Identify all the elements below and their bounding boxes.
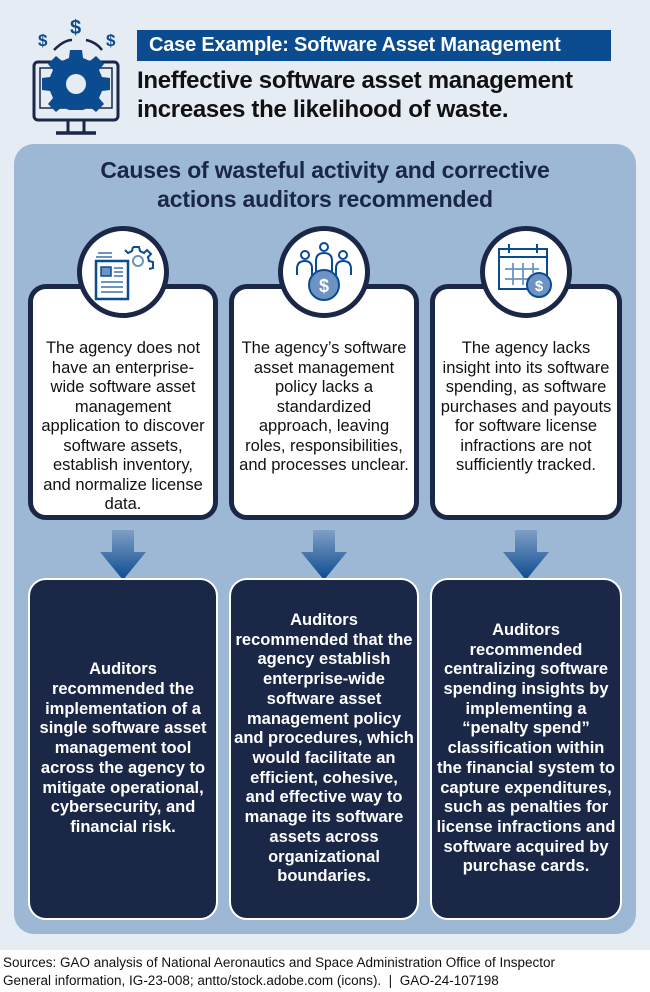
cause-card: The agency’s software asset management p… xyxy=(229,284,419,520)
cause-text: The agency lacks insight into its softwa… xyxy=(440,339,612,474)
recommendation-card: Auditors recommended the implementation … xyxy=(28,578,218,920)
panel-title-line1: Causes of wasteful activity and correcti… xyxy=(100,157,550,183)
document-gear-icon xyxy=(94,246,154,301)
sources-line1: Sources: GAO analysis of National Aerona… xyxy=(3,955,556,970)
panel-title-line2: actions auditors recommended xyxy=(157,186,493,212)
svg-text:$: $ xyxy=(106,31,116,50)
recommendation-card: Auditors recommended that the agency est… xyxy=(229,578,419,920)
sources-note: Sources: GAO analysis of National Aerona… xyxy=(3,954,643,989)
case-example-banner: Case Example: Software Asset Management xyxy=(137,30,611,61)
cause-card: The agency does not have an enterprise-w… xyxy=(28,284,218,520)
cause-text: The agency’s software asset management p… xyxy=(239,339,409,474)
recommendation-text: Auditors recommended centralizing softwa… xyxy=(436,620,616,876)
calendar-dollar-icon: $ xyxy=(498,244,552,298)
recommendation-text: Auditors recommended the implementation … xyxy=(39,660,207,836)
headline: Ineffective software asset management in… xyxy=(137,67,573,123)
svg-text:$: $ xyxy=(535,278,544,295)
cause-icon-badge: $ xyxy=(278,226,370,318)
recommendation-text: Auditors recommended that the agency est… xyxy=(234,611,414,886)
panel-title: Causes of wasteful activity and correcti… xyxy=(14,156,636,214)
sources-line2: General information, IG-23-008; antto/st… xyxy=(3,972,499,988)
cause-icon-badge xyxy=(77,226,169,318)
svg-text:$: $ xyxy=(319,276,329,296)
svg-text:$: $ xyxy=(38,31,48,50)
down-arrow-icon xyxy=(100,530,146,580)
causes-panel: Causes of wasteful activity and correcti… xyxy=(14,144,636,934)
down-arrow-icon xyxy=(301,530,347,580)
monitor-gear-dollar-icon: $ $ $ xyxy=(32,18,120,135)
recommendation-card: Auditors recommended centralizing softwa… xyxy=(430,578,622,920)
people-dollar-icon: $ xyxy=(296,242,352,301)
svg-text:$: $ xyxy=(70,18,81,39)
cause-card: The agency lacks insight into its softwa… xyxy=(430,284,622,520)
down-arrow-icon xyxy=(503,530,549,580)
cause-icon-badge: $ xyxy=(480,226,572,318)
cause-text: The agency does not have an enterprise-w… xyxy=(41,339,205,513)
infographic-canvas: $ $ $ Case Example: Software Asset Manag… xyxy=(0,0,650,950)
